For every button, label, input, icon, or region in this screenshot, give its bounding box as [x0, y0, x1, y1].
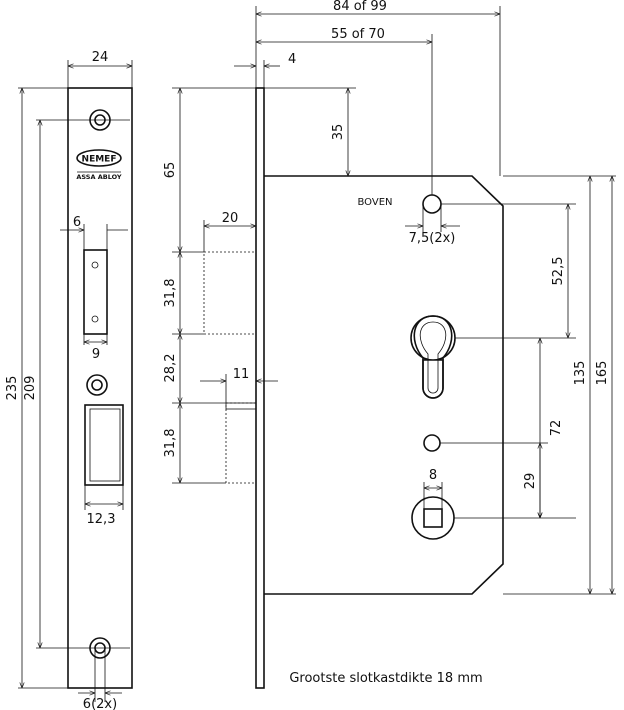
dim-cyl-to-bottom: 72 — [549, 420, 564, 437]
nemef-logo: NEMEF ASSA ABLOY — [76, 149, 122, 181]
caption: Grootste slotkastdikte 18 mm — [289, 671, 482, 686]
fixing-hole-middle — [423, 434, 441, 452]
label-boven: BOVEN — [357, 197, 392, 208]
dim-plate-thickness: 4 — [288, 52, 296, 67]
faceplate-outline — [67, 87, 133, 689]
dim-bolt-width: 12,3 — [87, 512, 116, 527]
lock-case-dimensions: 84 of 99 55 of 70 4 35 65 20 31,8 28,2 — [163, 0, 616, 595]
dim-box-height-inner: 135 — [573, 361, 588, 386]
cylinder-hole — [410, 315, 456, 399]
dim-screw-holes: 6(2x) — [83, 697, 117, 710]
dim-spindle-size: 8 — [429, 468, 437, 483]
latch-slot — [83, 249, 108, 335]
latch — [203, 251, 257, 335]
dim-faceplate-width: 24 — [92, 50, 109, 65]
bolt-slot — [84, 404, 124, 486]
spindle-hole — [411, 496, 455, 540]
lock-case-side-view: BOVEN — [203, 87, 504, 689]
faceplate-front-view: NEMEF ASSA ABLOY — [18, 87, 133, 689]
case-body — [264, 175, 504, 595]
dim-hole-spacing: 209 — [23, 376, 38, 401]
dim-backset-outer: 84 of 99 — [333, 0, 387, 14]
dim-latch-slot-depth: 9 — [92, 347, 100, 362]
bolt — [225, 402, 257, 484]
fixing-hole-top — [422, 194, 442, 214]
dim-latch-height: 31,8 — [163, 279, 178, 308]
brand-sub: ASSA ABLOY — [76, 173, 122, 181]
dim-bolt-height: 31,8 — [163, 429, 178, 458]
faceplate-edge — [255, 87, 265, 689]
dim-fixing-hole: 7,5(2x) — [409, 231, 456, 246]
dim-latch-slot-width: 6 — [73, 215, 81, 230]
dim-latch-top: 65 — [163, 162, 178, 179]
dim-top-offset: 35 — [331, 124, 346, 141]
brand-name: NEMEF — [82, 155, 117, 165]
dim-height-total: 235 — [5, 376, 20, 401]
dim-spindle-to-hole: 29 — [523, 473, 538, 490]
faceplate-dimensions: 24 235 209 6 9 12,3 6(2x) — [5, 50, 133, 710]
dim-latch-projection: 20 — [222, 211, 239, 226]
middle-screw-hole — [86, 374, 108, 396]
dim-bolt-projection: 11 — [233, 367, 250, 382]
dim-backset-inner: 55 of 70 — [331, 27, 385, 42]
dim-cyl-to-top: 52,5 — [551, 257, 566, 286]
dim-gap-between: 28,2 — [163, 354, 178, 383]
dim-box-height-outer: 165 — [595, 361, 610, 386]
